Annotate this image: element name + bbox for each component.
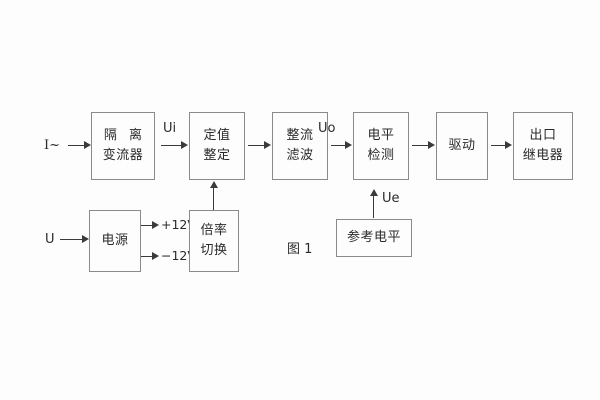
block-output-relay-line1: 出口 [529, 127, 557, 143]
block-setting-value-line1: 定值 [203, 127, 231, 143]
block-rectify-filter-line2: 滤波 [286, 148, 314, 163]
input-voltage-label: U [45, 232, 55, 247]
block-isolation-transformer[interactable]: 隔 离 变流器 [91, 112, 155, 180]
signal-ue-label: Ue [382, 191, 400, 206]
signal-uo-label: Uo [318, 121, 336, 136]
arrowhead-rail-positive [152, 221, 159, 229]
block-isolation-transformer-line1: 隔 离 [103, 127, 147, 143]
arrowhead-ui [181, 141, 188, 149]
block-multiplier-switch[interactable]: 倍率 切换 [189, 210, 239, 272]
arrowhead-setting-to-rectify [264, 141, 271, 149]
connector-uo [331, 145, 345, 146]
block-reference-level[interactable]: 参考电平 [336, 219, 412, 257]
connector-voltage-input [60, 239, 82, 240]
arrowhead-voltage-input [82, 235, 89, 243]
block-level-detect-line1: 电平 [367, 127, 395, 143]
block-multiplier-switch-line2: 切换 [200, 243, 228, 258]
block-drive[interactable]: 驱动 [436, 112, 488, 180]
block-drive-line1: 驱动 [448, 137, 476, 153]
input-current-label: I~ [44, 138, 61, 153]
connector-level-to-drive [412, 145, 428, 146]
block-setting-value-line2: 整定 [203, 148, 231, 163]
connector-reference-to-level [373, 196, 374, 218]
block-output-relay[interactable]: 出口 继电器 [513, 112, 573, 180]
connector-rail-negative [141, 256, 157, 257]
rail-negative-label: −12V [161, 248, 196, 263]
block-multiplier-switch-line1: 倍率 [200, 222, 228, 238]
block-level-detect-line2: 检测 [367, 148, 395, 163]
connector-drive-to-relay [491, 145, 505, 146]
block-isolation-transformer-line2: 变流器 [102, 148, 144, 163]
arrowhead-multiplier-to-setting [210, 181, 218, 188]
block-power-supply-line1: 电源 [101, 232, 129, 248]
arrowhead-uo [345, 141, 352, 149]
figure-caption: 图 1 [287, 242, 313, 257]
block-level-detect[interactable]: 电平 检测 [353, 112, 409, 180]
connector-current-input [68, 145, 84, 146]
arrowhead-rail-negative [152, 252, 159, 260]
signal-ui-label: Ui [163, 121, 177, 136]
rail-positive-label: +12V [161, 217, 196, 232]
arrowhead-level-to-drive [428, 141, 435, 149]
block-setting-value[interactable]: 定值 整定 [189, 112, 245, 180]
connector-rail-positive [141, 225, 157, 226]
connector-multiplier-to-setting [213, 188, 214, 210]
arrowhead-current-input [84, 141, 91, 149]
arrowhead-drive-to-relay [505, 141, 512, 149]
block-power-supply[interactable]: 电源 [89, 210, 141, 272]
arrowhead-reference-to-level [370, 189, 378, 196]
block-rectify-filter[interactable]: 整流 滤波 [272, 112, 328, 180]
block-output-relay-line2: 继电器 [522, 148, 564, 163]
block-rectify-filter-line1: 整流 [286, 127, 314, 143]
connector-ui [161, 145, 181, 146]
block-reference-level-line1: 参考电平 [346, 229, 401, 245]
connector-setting-to-rectify [248, 145, 264, 146]
